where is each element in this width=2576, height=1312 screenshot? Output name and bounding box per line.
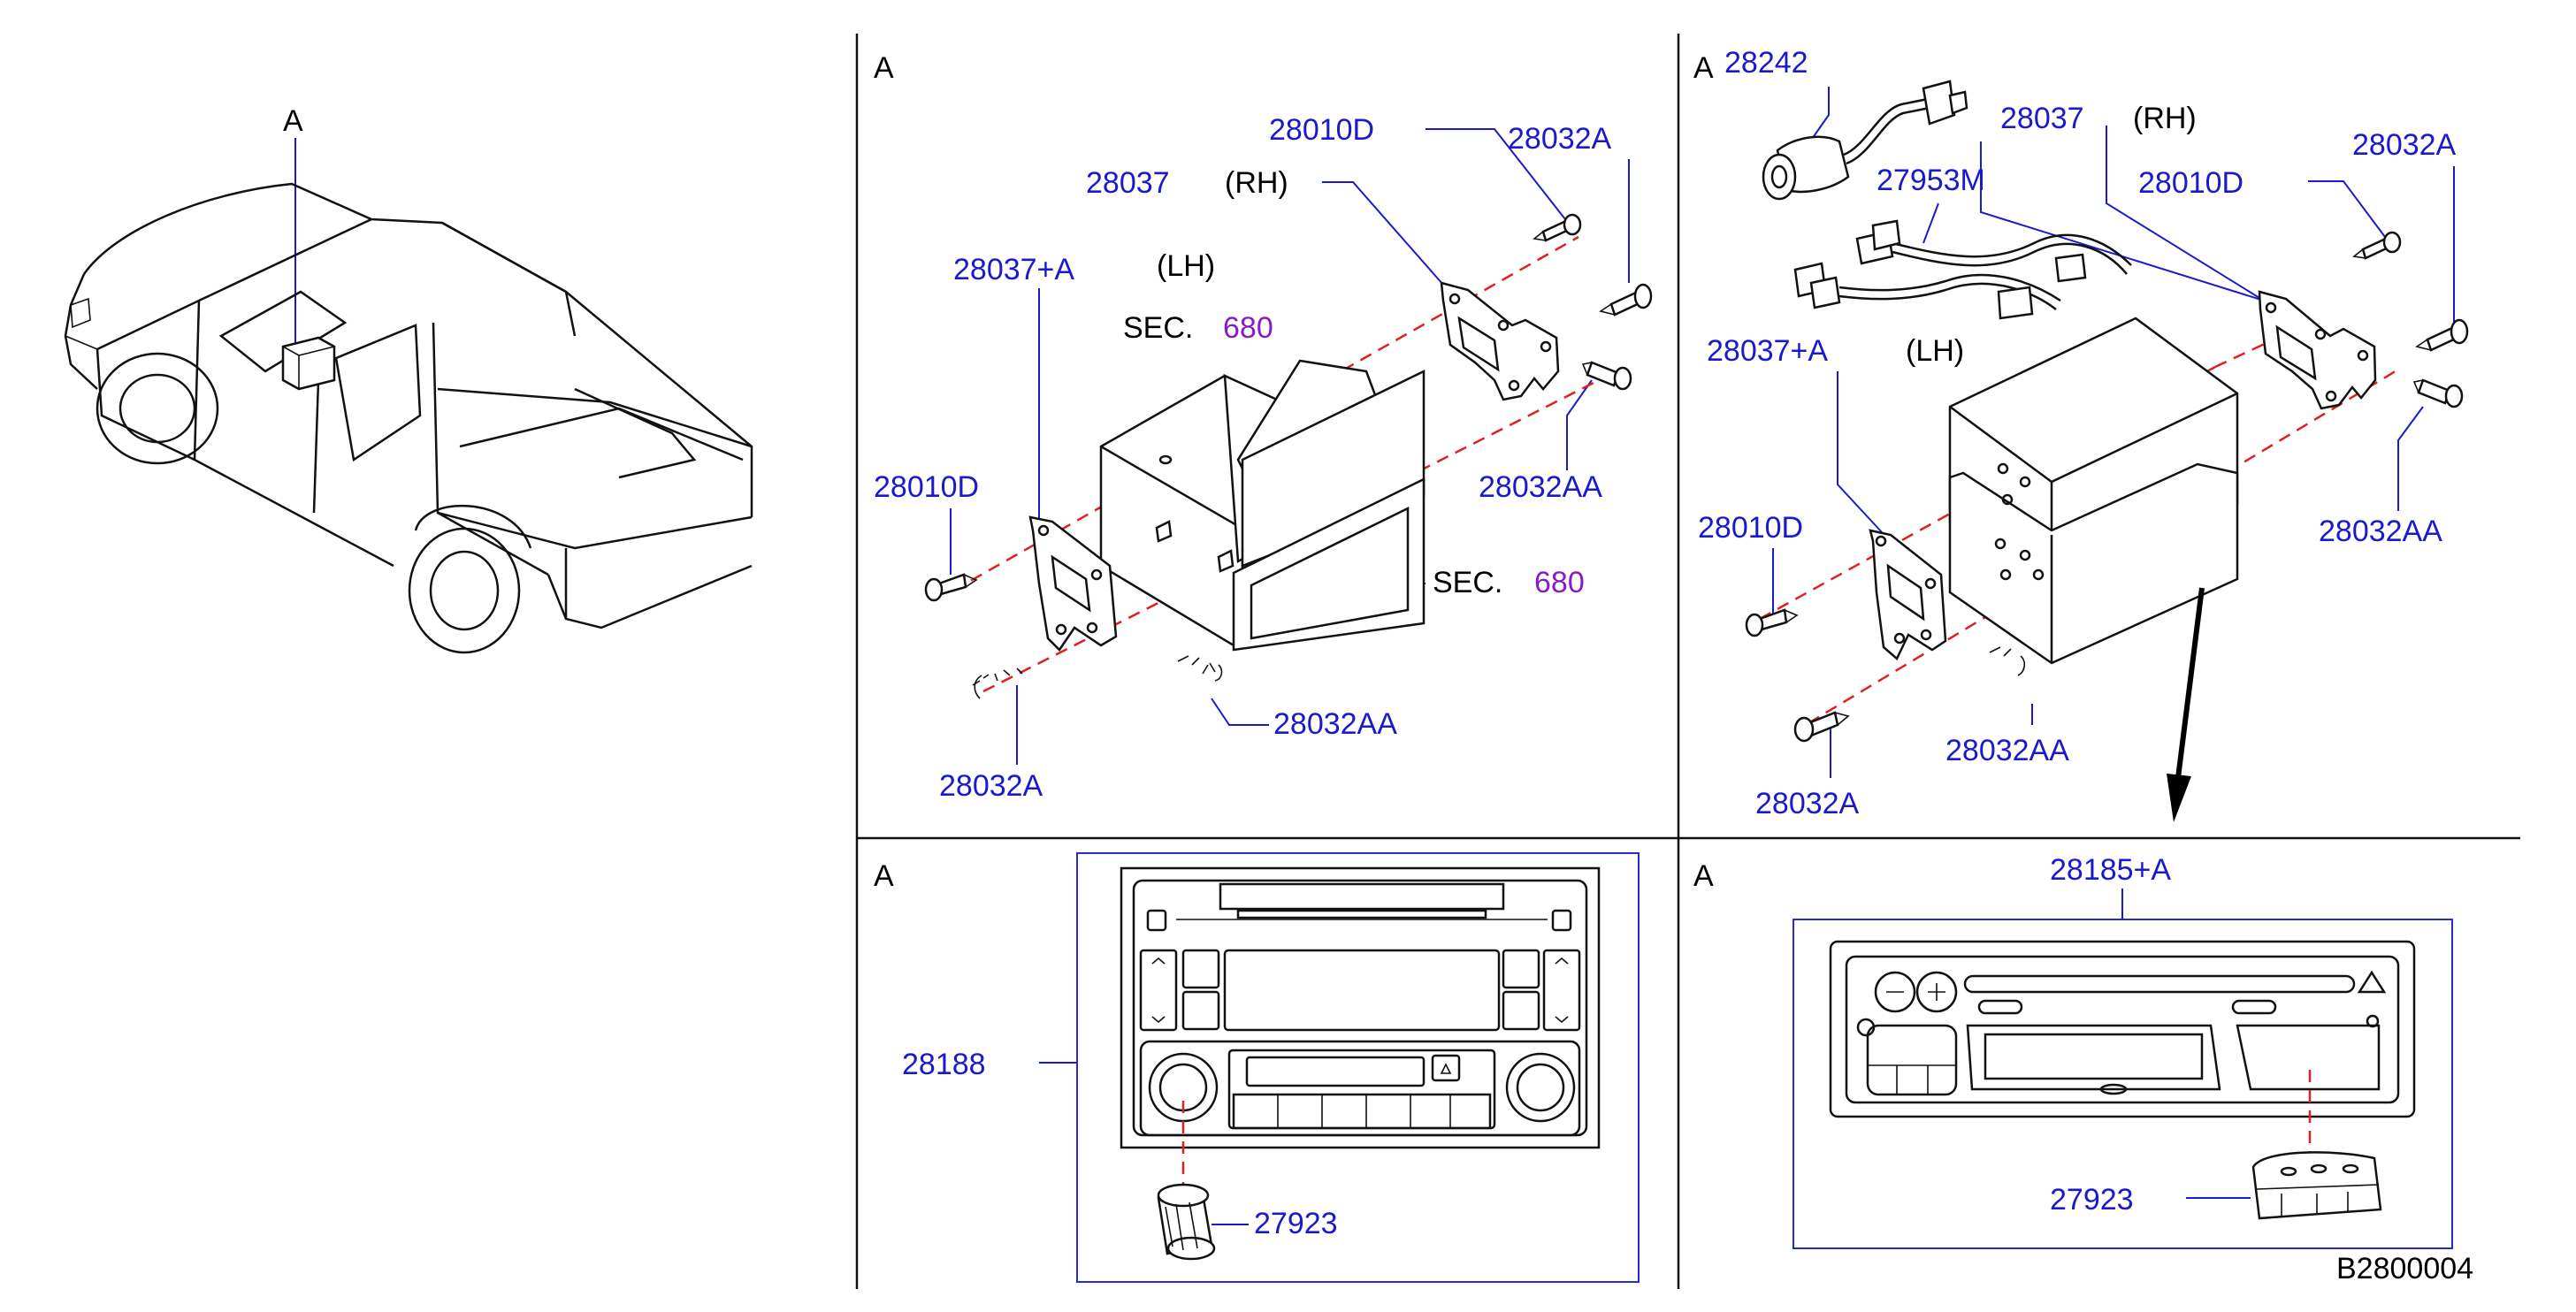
label-28032AA-bottom: 28032AA	[1273, 707, 1397, 741]
knob-27923-left	[1157, 1183, 1216, 1261]
vehicle-panel: A	[64, 104, 753, 654]
knob-27923-right	[2251, 1151, 2382, 1220]
label-sec-1: SEC.	[1123, 311, 1193, 345]
label-28010D-top-r: 28010D	[2138, 166, 2243, 200]
label-28185-A: 28185+A	[2050, 853, 2171, 887]
screw-28010D-top-r	[2352, 231, 2402, 260]
screw-28010D-left	[924, 573, 978, 602]
label-sec-680-1: 680	[1223, 311, 1273, 345]
screw-28010D-top	[1533, 213, 1582, 242]
label-27953M: 27953M	[1877, 164, 1985, 197]
label-lh: (LH)	[1157, 249, 1215, 283]
vehicle-view-marker: A	[283, 104, 303, 138]
label-27923-left: 27923	[1254, 1207, 1338, 1240]
label-28010D-top: 28010D	[1269, 113, 1374, 147]
radio-unit-28188	[1120, 866, 1601, 1149]
label-28188: 28188	[902, 1048, 986, 1081]
mount-panel-right: A 28242 28037 (RH) 28032A 27953M 28010D …	[1693, 46, 2469, 822]
mount-right-view-marker: A	[1693, 51, 1714, 85]
screw-28032AA-bottom-hidden	[1177, 655, 1223, 682]
radio-left-frame	[1076, 852, 1640, 1283]
screw-28032A-bottom-r	[1793, 711, 1850, 743]
detail-arrow	[2167, 587, 2205, 822]
screw-28032A-top	[1599, 283, 1653, 317]
label-28032AA-right-r: 28032AA	[2319, 515, 2442, 548]
label-28037-r: 28037	[2000, 102, 2084, 135]
radio-panel-right: A 28185+A 27923	[1693, 853, 2453, 1249]
bracket-28037-A	[1028, 515, 1118, 652]
screw-28032AA-right-r	[2412, 378, 2464, 408]
antenna-amp-28242	[1762, 80, 1968, 201]
label-28037-A-r: 28037+A	[1707, 334, 1828, 368]
label-rh-r: (RH)	[2133, 102, 2197, 135]
bracket-28037-RH-r	[2258, 290, 2377, 410]
label-28037-A: 28037+A	[953, 253, 1074, 286]
harness-27953M	[1793, 219, 2132, 320]
label-28032AA-bottom-r: 28032AA	[1945, 734, 2069, 767]
radio-unit-28185-A	[1829, 940, 2416, 1118]
screw-28032AA-right	[1581, 361, 1632, 391]
label-27923-right: 27923	[2050, 1183, 2134, 1217]
label-rh: (RH)	[1225, 166, 1288, 200]
label-28032A-bottom-r: 28032A	[1755, 787, 1860, 820]
label-28032A-top-r: 28032A	[2352, 128, 2457, 162]
screw-28032AA-bottom-hidden-r	[1989, 646, 2026, 676]
radio-right-view-marker: A	[1693, 859, 1714, 893]
label-28010D-left: 28010D	[874, 470, 979, 504]
radio-units-stack	[1948, 317, 2239, 665]
screw-28032A-bottom-hidden	[972, 667, 1023, 699]
label-28032AA-right: 28032AA	[1479, 470, 1602, 504]
bracket-28037-RH	[1440, 281, 1560, 401]
label-lh-r: (LH)	[1906, 334, 1964, 368]
radio-left-view-marker: A	[874, 859, 894, 893]
label-28010D-left-r: 28010D	[1698, 511, 1803, 545]
mount-panel-left: A 28010D 28032A 28037 (RH) 28037+A (LH) …	[856, 51, 1653, 803]
label-28032A-top: 28032A	[1508, 122, 1612, 156]
label-28242: 28242	[1724, 46, 1808, 80]
panel-dividers	[855, 34, 2520, 1289]
screw-28010D-left-r	[1745, 608, 1799, 637]
bracket-28037-A-r	[1869, 529, 1947, 661]
screw-28032A-top-r	[2415, 318, 2469, 352]
label-28037: 28037	[1086, 166, 1170, 200]
figure-code: B2800004	[2336, 1252, 2473, 1285]
label-sec-680-2: 680	[1534, 566, 1585, 599]
mount-left-view-marker: A	[874, 51, 894, 85]
label-sec-2: SEC.	[1433, 566, 1502, 599]
pickup-truck-illustration	[64, 182, 753, 654]
label-28032A-bottom: 28032A	[939, 769, 1043, 803]
radio-panel-left: A 28188 27923	[874, 852, 1640, 1283]
